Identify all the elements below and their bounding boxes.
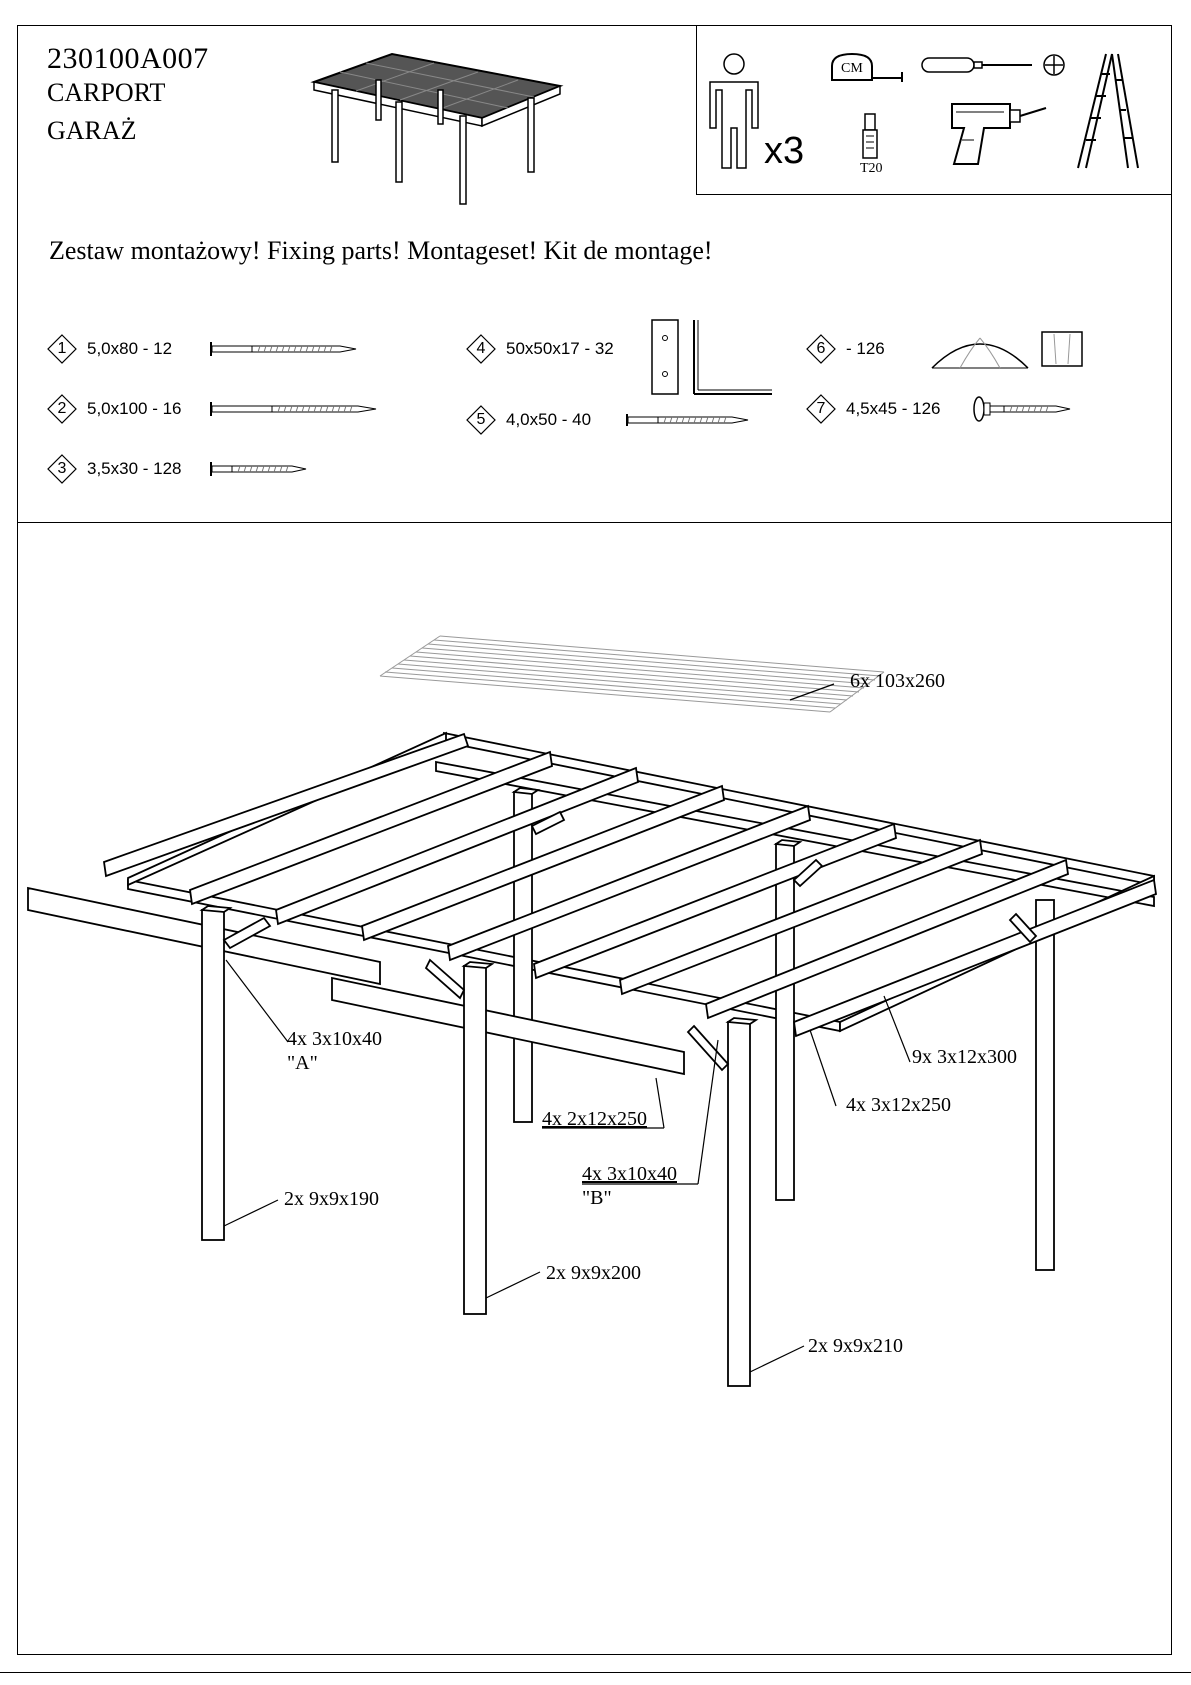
tape-measure-icon: [831, 52, 903, 82]
kit-heading: Zestaw montażowy! Fixing parts! Montages…: [49, 236, 713, 265]
part-spec: 3,5x30 - 128: [87, 459, 182, 478]
ladder-icon: [1077, 53, 1139, 169]
label-post-200: 2x 9x9x200: [546, 1262, 641, 1284]
label-post-210: 2x 9x9x210: [808, 1335, 903, 1357]
tape-label: CM: [841, 61, 863, 76]
label-post-190: 2x 9x9x190: [284, 1188, 379, 1210]
label-brace-a-tag: "A": [287, 1052, 318, 1074]
part-number-badge: 6: [806, 334, 836, 364]
part-spec: 4,0x50 - 40: [506, 410, 592, 429]
label-brace-b-tag: "B": [582, 1187, 612, 1209]
part-7: 7 4,5x45 - 126: [806, 394, 941, 424]
part-2: 2 5,0x100 - 16: [47, 394, 182, 424]
product-code: 230100A007: [47, 42, 209, 75]
people-count: x3: [764, 130, 805, 172]
person-icon: [709, 53, 759, 169]
label-roof-sheets: 6x 103x260: [850, 670, 945, 692]
part-spec: - 126: [846, 339, 885, 358]
part-6: 6 - 126: [806, 334, 885, 364]
angle-bracket-icon: [651, 319, 772, 395]
part-spec: 4,5x45 - 126: [846, 399, 941, 418]
carport-thumbnail-icon: [310, 52, 564, 205]
screw-30-icon: [210, 462, 307, 476]
part-1: 1 5,0x80 - 12: [47, 334, 172, 364]
part-number-badge: 5: [466, 405, 496, 435]
tools-box: [696, 25, 1172, 195]
label-brace-b: 4x 3x10x40: [582, 1163, 677, 1185]
product-name-en: CARPORT: [47, 78, 166, 107]
part-number-badge: 7: [806, 394, 836, 424]
part-spec: 5,0x80 - 12: [87, 339, 173, 358]
part-5: 5 4,0x50 - 40: [466, 405, 591, 435]
part-number-badge: 2: [47, 394, 77, 424]
part-3: 3 3,5x30 - 128: [47, 454, 182, 484]
page-bottom-line: [0, 1672, 1191, 1673]
part-4: 4 50x50x17 - 32: [466, 334, 614, 364]
drill-icon: [951, 103, 1047, 165]
screwdriver-icon: [921, 54, 1065, 76]
section-divider: [17, 522, 1172, 523]
label-rafters: 9x 3x12x300: [912, 1046, 1017, 1068]
label-brace-a: 4x 3x10x40: [287, 1028, 382, 1050]
part-number-badge: 1: [47, 334, 77, 364]
part-spec: 5,0x100 - 16: [87, 399, 182, 418]
page-frame: [17, 25, 1172, 1655]
bit-label: T20: [860, 161, 883, 176]
part-spec: 50x50x17 - 32: [506, 339, 614, 358]
roofing-screw-icon: [973, 396, 1071, 422]
screw-80-icon: [210, 342, 357, 356]
label-beam-250: 4x 2x12x250: [542, 1108, 647, 1130]
part-number-badge: 4: [466, 334, 496, 364]
label-side-beams: 4x 3x12x250: [846, 1094, 951, 1116]
part-number-badge: 3: [47, 454, 77, 484]
screw-100-icon: [210, 402, 377, 416]
nail-50-icon: [626, 414, 749, 426]
roof-sheets-drawing: [379, 635, 885, 713]
torx-bit-icon: [862, 113, 878, 159]
product-name-pl: GARAŻ: [47, 116, 137, 145]
sealing-washer-icon: [931, 331, 1083, 369]
